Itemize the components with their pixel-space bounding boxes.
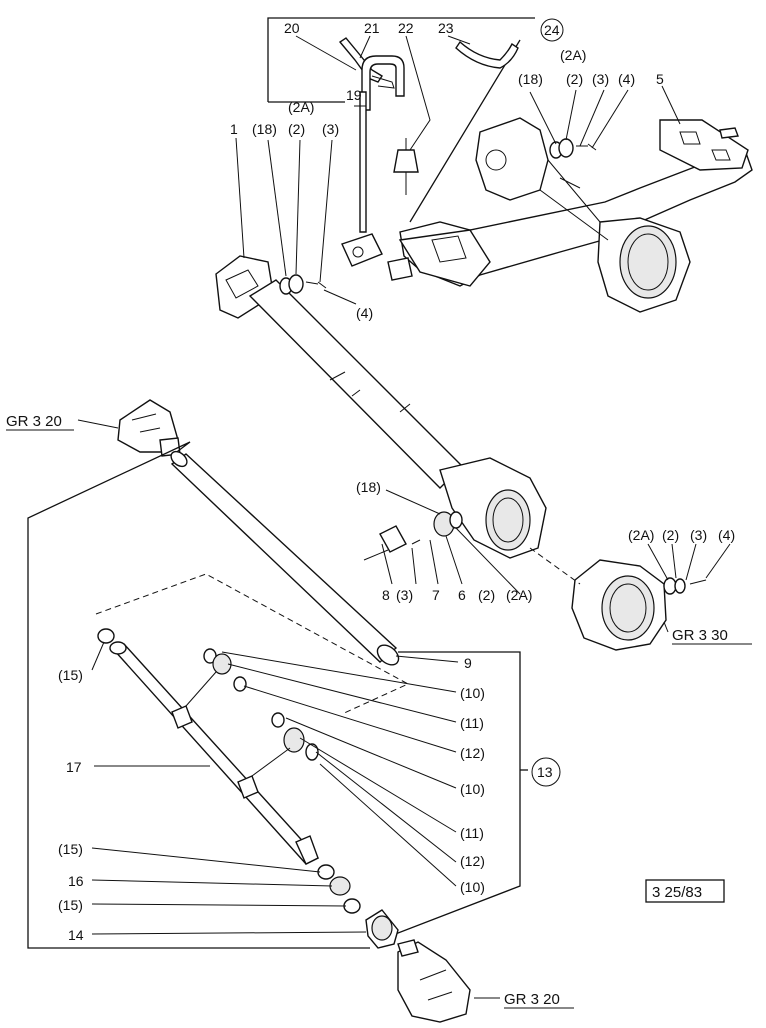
- callout-15a: (15): [58, 667, 83, 683]
- callout-20: 20: [284, 20, 300, 36]
- hub-casing-gr330: [529, 547, 707, 651]
- cover-gr320-top: [117, 399, 181, 457]
- callout-2-left: (2): [288, 121, 305, 137]
- callout-14: 14: [68, 927, 84, 943]
- torque-tube-9: [170, 450, 400, 666]
- kit-24-bracket: [267, 17, 535, 223]
- callout-2a-right: (2A): [628, 527, 654, 543]
- bush-16: [329, 876, 351, 896]
- callout-23: 23: [438, 20, 454, 36]
- callout-8: 8: [382, 587, 390, 603]
- callout-16: 16: [68, 873, 84, 889]
- callout-18-mid: (18): [356, 479, 381, 495]
- figure-code-box: 3 25/83: [645, 879, 725, 903]
- callout-2-top: (2): [566, 71, 583, 87]
- callout-12a: (12): [460, 745, 485, 761]
- callout-4-left: (4): [356, 305, 373, 321]
- callout-24: 24: [544, 22, 560, 38]
- circlip-15-low: [343, 898, 361, 914]
- callout-21: 21: [364, 20, 380, 36]
- callout-3-mid: (3): [396, 587, 413, 603]
- callout-11a: (11): [460, 715, 484, 731]
- callout-3-left: (3): [322, 121, 339, 137]
- callout-22: 22: [398, 20, 414, 36]
- callout-13-circle: [531, 757, 561, 787]
- bearing-set-lower: [251, 712, 319, 777]
- ref-gr330: GR 3 30: [672, 627, 728, 644]
- axle-housing-5: [387, 117, 753, 313]
- callout-13: 13: [537, 764, 553, 780]
- figure-code: 3 25/83: [652, 884, 702, 901]
- callout-11b: (11): [460, 825, 484, 841]
- kit-13-bracket: [27, 441, 528, 949]
- strap-23: [455, 40, 519, 69]
- callout-12b: (12): [460, 853, 485, 869]
- leader-lines: [77, 35, 731, 999]
- callout-2a-mid: (2A): [506, 587, 532, 603]
- spring-clip-22: [361, 55, 405, 111]
- callout-labels: 20 21 22 23 24 19 (2A) (18) (2) (3) (4) …: [58, 18, 735, 943]
- callout-2-right: (2): [662, 527, 679, 543]
- callout-5: 5: [656, 71, 664, 87]
- cover-gr320-bottom: [397, 939, 471, 1023]
- callout-3-top: (3): [592, 71, 609, 87]
- axle-tube-1: [215, 255, 547, 559]
- callout-7: 7: [432, 587, 440, 603]
- ref-gr320-bottom: GR 3 20: [504, 991, 560, 1008]
- callout-10b: (10): [460, 781, 485, 797]
- vent-tube-19: [341, 91, 419, 267]
- callout-2a-left: (2A): [288, 99, 314, 115]
- bearing-set-upper: [185, 648, 247, 707]
- callout-24-circle: [540, 18, 564, 42]
- callout-4-top: (4): [618, 71, 635, 87]
- callout-6: 6: [458, 587, 466, 603]
- callout-18-left: (18): [252, 121, 277, 137]
- callout-4-right: (4): [718, 527, 735, 543]
- group-references: GR 3 20 GR 3 30 GR 3 20: [6, 413, 752, 1009]
- callout-10c: (10): [460, 879, 485, 895]
- assembly-dashed-guide: [95, 573, 410, 715]
- seal-stack-left: [279, 274, 327, 295]
- callout-15c: (15): [58, 897, 83, 913]
- drive-shaft-17: [109, 641, 320, 865]
- bearing-housing-14: [365, 909, 399, 949]
- callout-18-top: (18): [518, 71, 543, 87]
- callout-2-mid: (2): [478, 587, 495, 603]
- callout-15b: (15): [58, 841, 83, 857]
- seal-stack-top: [549, 138, 597, 159]
- callout-1: 1: [230, 121, 238, 137]
- ref-gr320-top: GR 3 20: [6, 413, 62, 430]
- strap-21: [338, 37, 395, 89]
- callout-3-right: (3): [690, 527, 707, 543]
- callout-9: 9: [464, 655, 472, 671]
- circlip-15-top: [97, 628, 115, 644]
- callout-17: 17: [66, 759, 82, 775]
- callout-2a-top: (2A): [560, 47, 586, 63]
- circlip-15-mid: [317, 864, 335, 880]
- callout-19: 19: [346, 87, 362, 103]
- callout-10a: (10): [460, 685, 485, 701]
- seal-stack-mid: [363, 511, 463, 561]
